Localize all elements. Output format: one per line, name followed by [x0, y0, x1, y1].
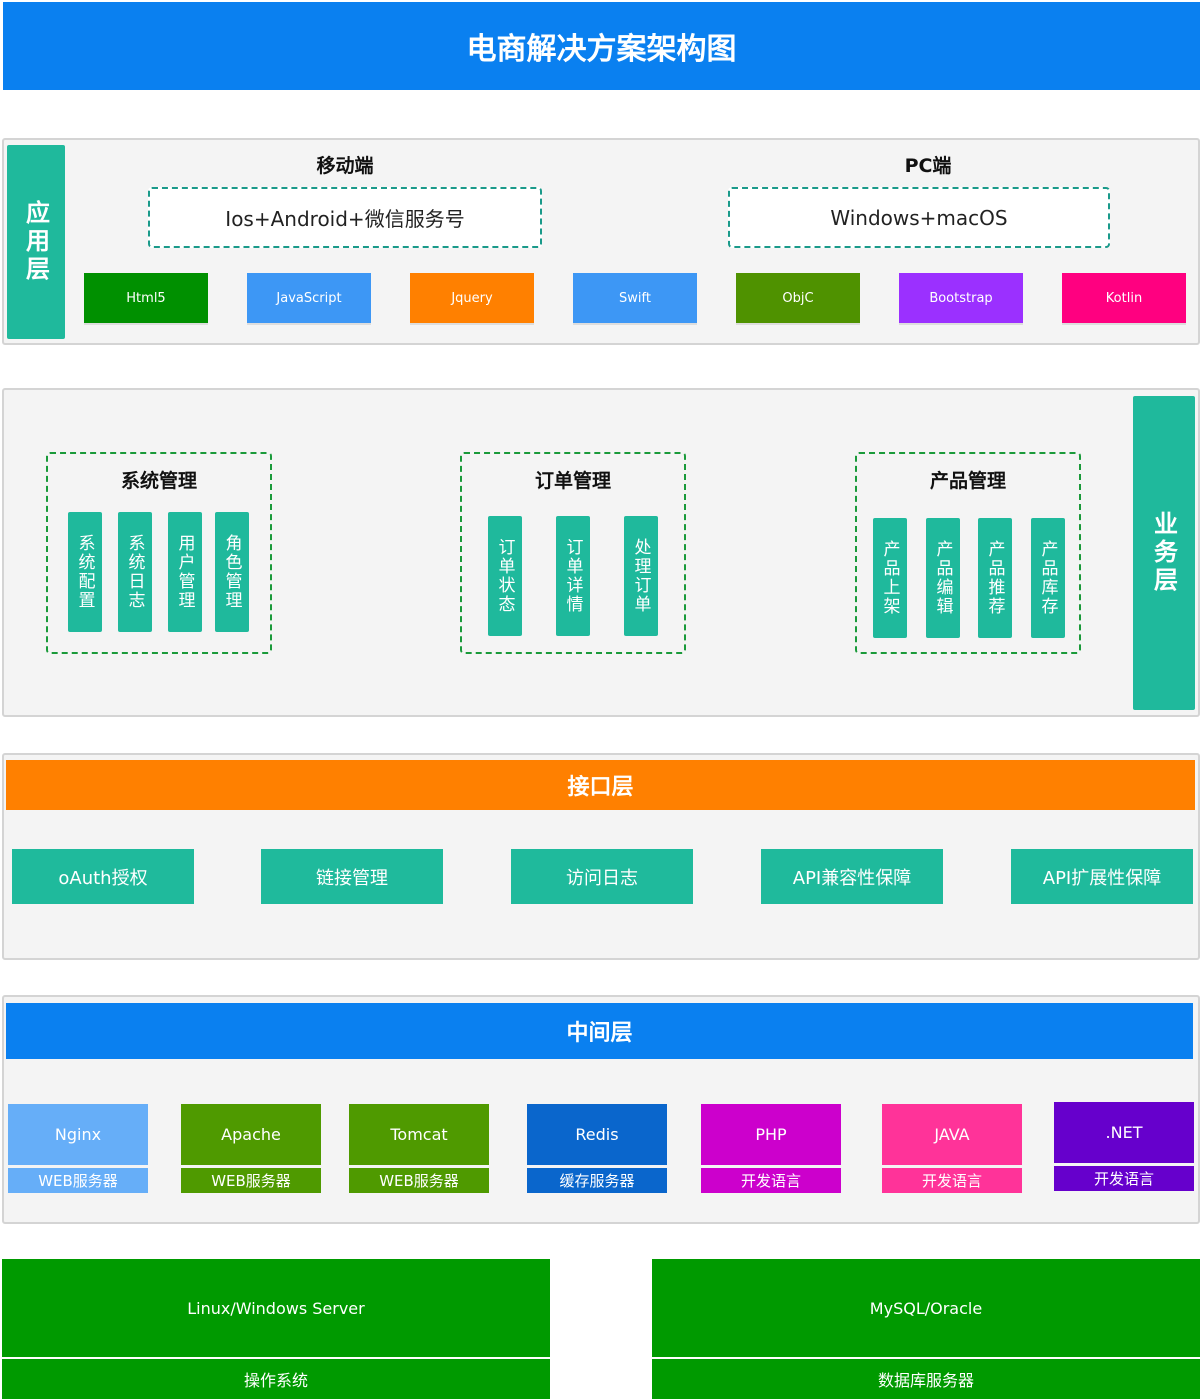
middleware-name: Redis [527, 1104, 667, 1165]
tech-badge: Bootstrap [899, 273, 1023, 323]
pc-heading: PC端 [904, 154, 952, 177]
tech-badge: JavaScript [247, 273, 371, 323]
interface-item: API兼容性保障 [761, 849, 943, 904]
module-group-title: 系统管理 [120, 469, 197, 492]
module-item: 订单详情 [556, 516, 590, 636]
module-item: 处理订单 [624, 516, 658, 636]
mobile-platforms: Ios+Android+微信服务号 [148, 187, 542, 248]
module-item: 角色管理 [215, 512, 249, 632]
module-item: 订单状态 [488, 516, 522, 636]
interface-item: 访问日志 [511, 849, 693, 904]
tech-badge: ObjC [736, 273, 860, 323]
os-name: Linux/Windows Server [2, 1259, 550, 1357]
middleware-name: Tomcat [349, 1104, 489, 1165]
middleware-type: 开发语言 [701, 1168, 841, 1193]
db-name: MySQL/Oracle [652, 1259, 1200, 1357]
middleware-type: WEB服务器 [8, 1168, 148, 1193]
tech-badge: Swift [573, 273, 697, 323]
module-item: 系统日志 [118, 512, 152, 632]
interface-item: oAuth授权 [12, 849, 194, 904]
module-group [46, 452, 272, 654]
tech-badge: Html5 [84, 273, 208, 323]
module-group-title: 产品管理 [929, 469, 1006, 492]
interface-item: API扩展性保障 [1011, 849, 1193, 904]
pc-platforms: Windows+macOS [728, 187, 1110, 248]
middle-layer-label: 中间层 [6, 1003, 1193, 1059]
middleware-type: WEB服务器 [181, 1168, 321, 1193]
module-group [460, 452, 686, 654]
middleware-name: Nginx [8, 1104, 148, 1165]
middleware-name: Apache [181, 1104, 321, 1165]
module-item: 系统配置 [68, 512, 102, 632]
mobile-heading: 移动端 [316, 154, 374, 177]
module-item: 产品上架 [873, 518, 907, 638]
os-type: 操作系统 [2, 1359, 550, 1399]
interface-layer-label: 接口层 [6, 760, 1195, 810]
middleware-name: .NET [1054, 1102, 1194, 1163]
module-item: 产品编辑 [926, 518, 960, 638]
module-group [855, 452, 1081, 654]
middleware-name: PHP [701, 1104, 841, 1165]
interface-item: 链接管理 [261, 849, 443, 904]
tech-badge: Jquery [410, 273, 534, 323]
diagram-title: 电商解决方案架构图 [3, 2, 1200, 90]
middleware-type: 开发语言 [882, 1168, 1022, 1193]
module-item: 产品库存 [1031, 518, 1065, 638]
app-layer-label: 应用层 [7, 145, 65, 339]
module-group-title: 订单管理 [534, 469, 611, 492]
middleware-type: 缓存服务器 [527, 1168, 667, 1193]
business-layer-label: 业务层 [1133, 396, 1195, 710]
module-item: 用户管理 [168, 512, 202, 632]
module-item: 产品推荐 [978, 518, 1012, 638]
db-type: 数据库服务器 [652, 1359, 1200, 1399]
middleware-type: WEB服务器 [349, 1168, 489, 1193]
middleware-name: JAVA [882, 1104, 1022, 1165]
tech-badge: Kotlin [1062, 273, 1186, 323]
middleware-type: 开发语言 [1054, 1166, 1194, 1191]
